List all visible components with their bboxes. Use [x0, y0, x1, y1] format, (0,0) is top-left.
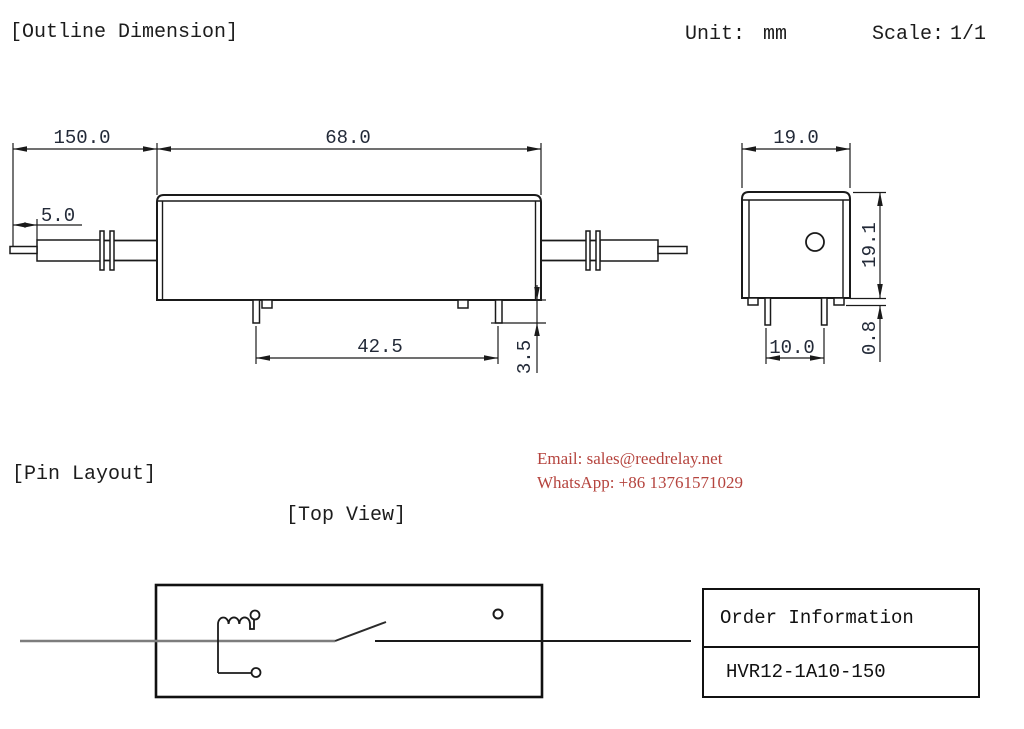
- dim-body-length: 68.0: [325, 127, 371, 149]
- pin-left-side: [252, 299, 261, 324]
- contact-email[interactable]: Email: sales@reedrelay.net: [537, 449, 723, 468]
- dim-pin-length: 3.5: [491, 285, 546, 374]
- dim-lead-length: 150.0: [53, 127, 110, 149]
- right-lead: [541, 230, 688, 271]
- dim-lead-tip: 5.0: [13, 205, 82, 240]
- left-lead: [9, 230, 157, 271]
- dim-pin-spacing-end-value: 10.0: [769, 337, 815, 359]
- order-information-title: Order Information: [704, 590, 978, 648]
- unit-value: mm: [763, 23, 788, 46]
- dim-standoff: 0.8: [846, 304, 886, 362]
- dim-standoff-value: 0.8: [859, 321, 881, 355]
- scale-label: Scale:: [872, 23, 945, 46]
- relay-body-end: [741, 191, 851, 326]
- pin-dot-right: [492, 608, 504, 620]
- dim-body-height: 19.1: [850, 191, 886, 300]
- dim-body-width-value: 19.0: [773, 127, 819, 149]
- dim-pin-spacing-end: 10.0: [765, 328, 825, 364]
- end-view: 19.0 19.1 0.8: [741, 127, 886, 364]
- dim-body-width: 19.0: [741, 127, 851, 188]
- pin-schematic: [20, 583, 691, 699]
- unit-label: Unit:: [685, 23, 746, 46]
- dim-pin-spacing-value: 42.5: [357, 336, 403, 358]
- relay-body-side: [156, 194, 542, 324]
- pin-left-end: [764, 297, 772, 326]
- dim-body-height-value: 19.1: [859, 222, 881, 268]
- coil-terminal-bottom: [250, 667, 262, 678]
- dim-lead-tip-value: 5.0: [41, 205, 75, 227]
- dim-pin-length-value: 3.5: [514, 340, 536, 374]
- order-information-box: Order Information HVR12-1A10-150: [702, 588, 980, 698]
- contact-whatsapp[interactable]: WhatsApp: +86 13761571029: [537, 473, 744, 492]
- dim-pin-spacing-side: 42.5: [255, 326, 499, 364]
- outline-dimension-title: [Outline Dimension]: [10, 21, 239, 44]
- switch-blade: [334, 621, 387, 642]
- scale-value: 1/1: [950, 23, 987, 46]
- pin-right-end: [820, 297, 828, 326]
- side-view: 150.0 68.0 5.0 42.5: [9, 127, 688, 374]
- fill-hole: [805, 232, 825, 252]
- coil-symbol: [217, 609, 262, 678]
- pin-layout-label: [Pin Layout]: [12, 463, 157, 486]
- order-part-number: HVR12-1A10-150: [726, 661, 886, 683]
- pin-right-side: [494, 299, 503, 324]
- top-view-label: [Top View]: [286, 504, 407, 527]
- coil-terminal-top: [249, 609, 261, 621]
- dim-top: 150.0 68.0: [12, 127, 542, 246]
